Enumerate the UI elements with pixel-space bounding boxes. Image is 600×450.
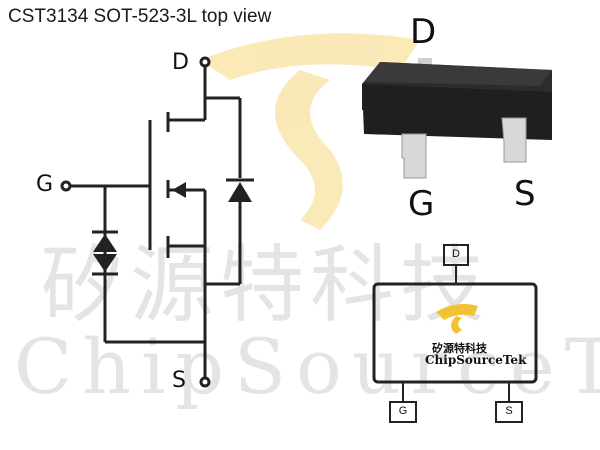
esd-diodes (92, 230, 118, 276)
footprint-brand-cn: 矽源特科技 (432, 342, 487, 355)
footprint-brand-en: ChipSourceTek (425, 353, 527, 367)
page-title: CST3134 SOT-523-3L top view (8, 6, 272, 27)
footprint-pin-d-label: D (452, 248, 460, 260)
package-pin-s-label: S (514, 174, 536, 214)
package-pin-g-label: G (408, 184, 435, 224)
body-diode (226, 178, 254, 202)
source-terminal (199, 376, 211, 388)
package-footprint (372, 244, 538, 423)
watermark-logo (200, 33, 420, 230)
footprint-logo (436, 304, 478, 334)
drain-terminal (199, 56, 211, 68)
footprint-pin-g-label: G (398, 405, 408, 417)
footprint-pin-s-label: S (505, 405, 513, 417)
package-pin-d-label: D (410, 12, 437, 52)
schematic-pin-d-label: D (172, 50, 189, 75)
package-3d (362, 58, 552, 179)
mosfet-schematic (60, 56, 242, 388)
package-lead-s (501, 117, 527, 163)
schematic-pin-s-label: S (172, 368, 186, 393)
schematic-pin-g-label: G (36, 172, 54, 197)
package-lead-g (401, 133, 427, 179)
watermark-english: ChipSourceTek (14, 322, 600, 411)
gate-terminal (60, 180, 72, 192)
body-arrow (172, 182, 186, 198)
